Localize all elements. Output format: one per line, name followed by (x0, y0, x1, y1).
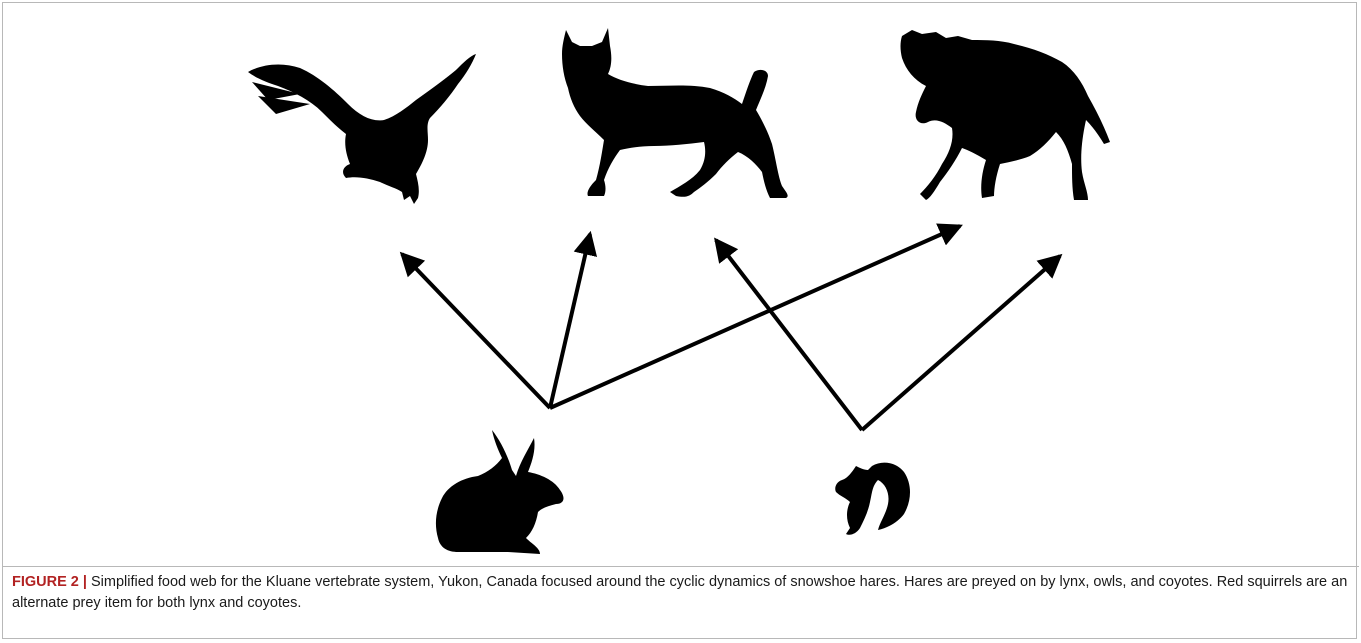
food-web-diagram (0, 0, 1361, 565)
figure-caption: FIGURE 2 | Simplified food web for the K… (12, 572, 1348, 614)
hare-silhouette-icon (436, 430, 564, 554)
arrow-squirrel-to-lynx (716, 240, 862, 430)
arrow-hare-to-owl (402, 254, 550, 408)
squirrel-silhouette-icon (835, 463, 910, 535)
coyote-silhouette-icon (901, 30, 1111, 200)
arrow-hare-to-coyote (550, 226, 960, 408)
lynx-silhouette-icon (562, 28, 788, 198)
owl-silhouette-icon (248, 54, 476, 204)
caption-divider (2, 566, 1359, 567)
caption-label: FIGURE 2 | (12, 574, 87, 590)
arrow-squirrel-to-coyote (862, 256, 1060, 430)
arrow-hare-to-lynx (550, 234, 590, 408)
caption-text: Simplified food web for the Kluane verte… (12, 574, 1347, 611)
